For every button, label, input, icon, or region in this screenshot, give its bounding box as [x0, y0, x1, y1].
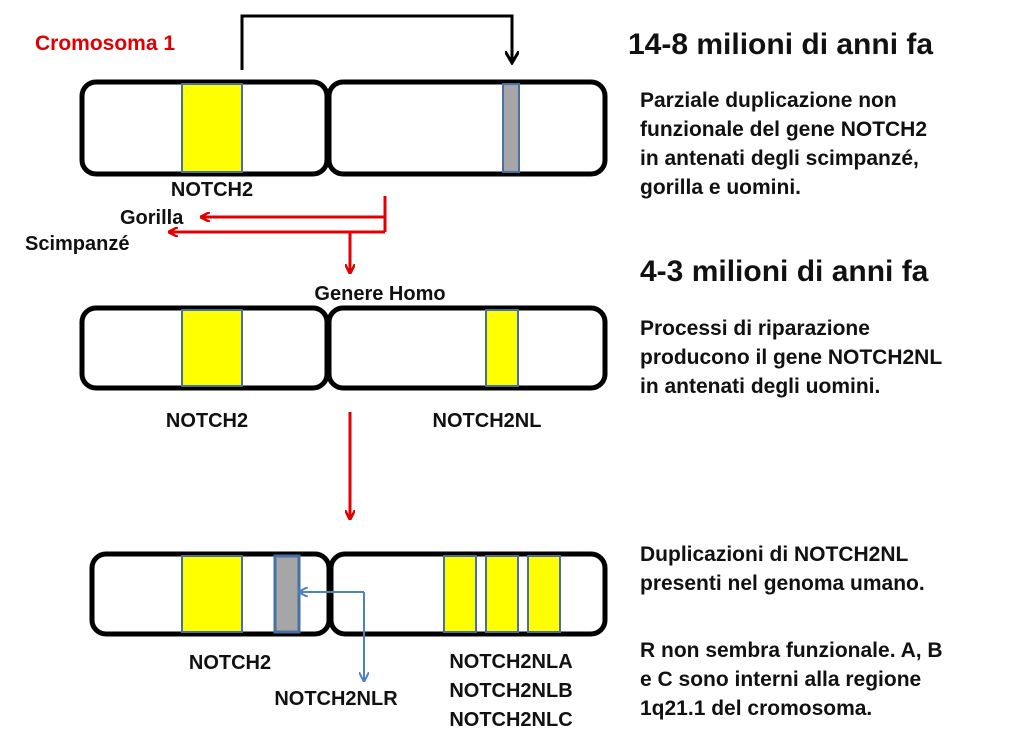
text-line: Processi di riparazione — [640, 317, 870, 340]
text-line: Parziale duplicazione non — [640, 89, 897, 112]
branch-arrows — [170, 196, 387, 272]
chromosome-arm-right — [326, 305, 608, 391]
text-line: in antenati degli uomini. — [640, 375, 881, 398]
stage1-heading: 14-8 milioni di anni fa — [628, 28, 934, 61]
gene-notch2nlc — [527, 555, 561, 633]
gene-label-notch2nlr: NOTCH2NLR — [274, 688, 398, 710]
branch-label-chimp: Scimpanzé — [25, 233, 129, 255]
stage2-description: Processi di riparazione producono il gen… — [640, 314, 942, 401]
stage3-description: Duplicazioni di NOTCH2NL presenti nel ge… — [640, 540, 925, 598]
pseudogene-partial-duplicate — [502, 83, 520, 173]
text-line: 1q21.1 del cromosoma. — [640, 697, 873, 720]
branch-label-homo: Genere Homo — [314, 283, 445, 305]
chromosome-title: Cromosoma 1 — [35, 32, 175, 55]
stage1-description: Parziale duplicazione non funzionale del… — [640, 86, 927, 202]
gene-label-notch2nlc: NOTCH2NLC — [449, 709, 572, 731]
chromosome-stage1 — [79, 79, 608, 177]
gene-notch2 — [181, 83, 243, 173]
gene-label-notch2nlb: NOTCH2NLB — [449, 680, 572, 702]
gene-label-notch2: NOTCH2 — [171, 179, 253, 201]
text-line: producono il gene NOTCH2NL — [640, 346, 943, 369]
text-line: gorilla e uomini. — [640, 176, 802, 199]
text-line: Duplicazioni di NOTCH2NL — [640, 543, 909, 566]
text-line: funzionale del gene NOTCH2 — [640, 118, 928, 141]
text-line: in antenati degli scimpanzé, — [640, 147, 919, 170]
text-line: R non sembra funzionale. A, B — [640, 639, 943, 662]
gene-notch2 — [181, 309, 243, 387]
text-line: e C sono interni alla regione — [640, 668, 922, 691]
gene-notch2nla — [443, 555, 477, 633]
gene-notch2nl — [485, 309, 519, 387]
gene-notch2nlb — [485, 555, 519, 633]
gene-label-notch2nl: NOTCH2NL — [433, 410, 542, 432]
branch-label-gorilla: Gorilla — [120, 207, 184, 229]
chromosome-stage2 — [79, 305, 608, 391]
gene-label-notch2: NOTCH2 — [189, 652, 271, 674]
duplication-arrow — [240, 14, 512, 70]
stage2-heading: 4-3 milioni di anni fa — [640, 255, 929, 288]
stage3-notes: R non sembra funzionale. A, B e C sono i… — [640, 636, 943, 723]
notch2nlr-pointer — [300, 592, 364, 680]
gene-label-notch2nla: NOTCH2NLA — [449, 651, 572, 673]
gene-notch2nlr — [273, 554, 301, 634]
chromosome-arm-right — [326, 79, 608, 177]
chromosome-stage3 — [89, 551, 608, 637]
gene-label-notch2: NOTCH2 — [166, 410, 248, 432]
text-line: presenti nel genoma umano. — [640, 572, 925, 595]
gene-notch2 — [181, 555, 243, 633]
